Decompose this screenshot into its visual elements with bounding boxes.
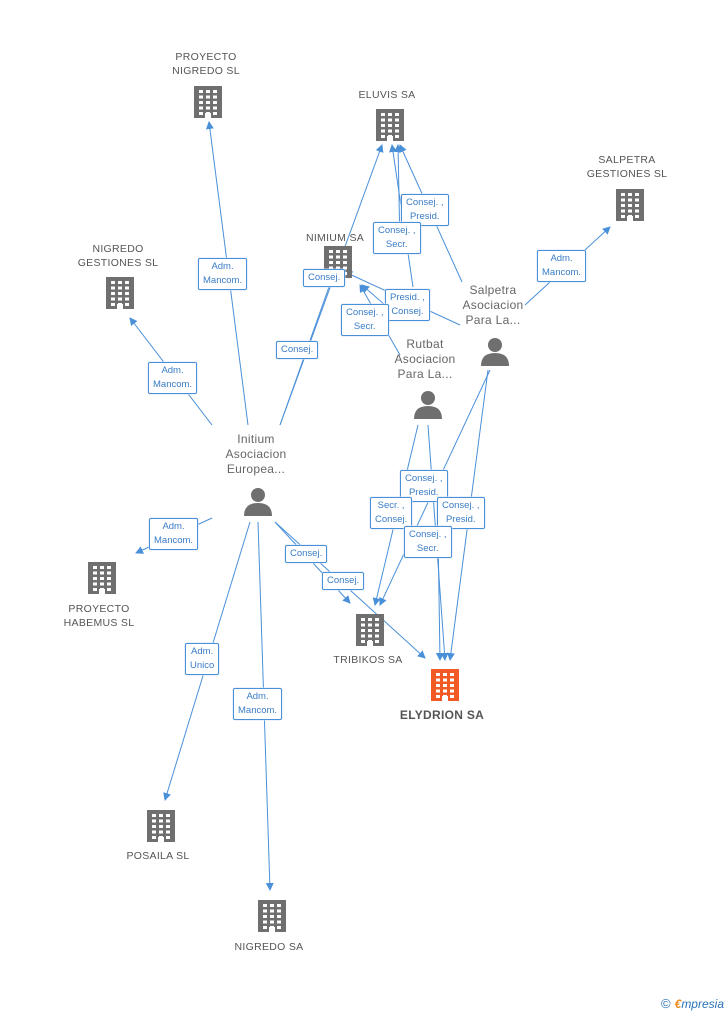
relation-badge-r-consej-nimium[interactable]: Consej. bbox=[303, 269, 346, 287]
footer-brand: ©€mpresia bbox=[661, 996, 724, 1011]
person-icon[interactable] bbox=[244, 488, 272, 516]
node-label-proyecto-habemus[interactable]: PROYECTO HABEMUS SL bbox=[63, 603, 135, 629]
node-label-elydrion[interactable]: ELYDRION SA bbox=[399, 708, 485, 722]
relation-badge-r-adm-proyecto-nigredo[interactable]: Adm. Mancom. bbox=[198, 258, 248, 290]
node-label-eluvis[interactable]: ELUVIS SA bbox=[358, 89, 416, 101]
node-label-nigredo-gest[interactable]: NIGREDO GESTIONES SL bbox=[77, 243, 159, 269]
node-label-posaila[interactable]: POSAILA SL bbox=[126, 850, 190, 862]
node-label-initium[interactable]: Initium Asociacion Europea... bbox=[225, 432, 287, 476]
node-label-salpetra-asoc[interactable]: Salpetra Asociacion Para La... bbox=[462, 283, 524, 327]
person-icon[interactable] bbox=[414, 391, 442, 419]
relation-badge-r-consej-secr-elydrion[interactable]: Consej. , Secr. bbox=[404, 526, 452, 558]
relation-badge-r-adm-unico-posaila[interactable]: Adm. Unico bbox=[185, 643, 220, 675]
relation-badge-r-consej-presid-tribikos[interactable]: Consej. , Presid. bbox=[400, 470, 448, 502]
node-label-nigredo-sa[interactable]: NIGREDO SA bbox=[234, 941, 304, 953]
relation-badge-r-adm-salpetra-gest[interactable]: Adm. Mancom. bbox=[537, 250, 587, 282]
building-icon[interactable] bbox=[147, 810, 175, 842]
relation-badge-r-consej-presid-eluvis[interactable]: Consej. , Presid. bbox=[401, 194, 449, 226]
relation-badge-r-adm-nigredo-sa[interactable]: Adm. Mancom. bbox=[233, 688, 283, 720]
relation-badge-r-adm-nigredo-gest[interactable]: Adm. Mancom. bbox=[148, 362, 198, 394]
node-label-rutbat[interactable]: Rutbat Asociacion Para La... bbox=[394, 337, 456, 381]
node-label-tribikos[interactable]: TRIBIKOS SA bbox=[333, 654, 403, 666]
relation-badge-r-consej-initium-tribikos[interactable]: Consej. bbox=[322, 572, 365, 590]
building-icon[interactable] bbox=[258, 900, 286, 932]
building-icon[interactable] bbox=[194, 86, 222, 118]
relation-badge-r-consej-initium-elydrion[interactable]: Consej. bbox=[285, 545, 328, 563]
building-icon[interactable] bbox=[616, 189, 644, 221]
edge-13 bbox=[274, 521, 426, 659]
building-icon[interactable] bbox=[356, 614, 384, 646]
relation-badge-r-secr-consej[interactable]: Secr. , Consej. bbox=[370, 497, 413, 529]
building-icon[interactable] bbox=[88, 562, 116, 594]
relation-badge-r-consej-secr-nimium[interactable]: Consej. , Secr. bbox=[341, 304, 389, 336]
brand-logo: €mpresia bbox=[674, 997, 724, 1011]
building-icon[interactable] bbox=[106, 277, 134, 309]
edge-10 bbox=[361, 284, 386, 306]
icons-layer bbox=[88, 86, 644, 932]
node-label-nimium[interactable]: NIMIUM SA bbox=[305, 232, 365, 244]
building-icon[interactable] bbox=[376, 109, 404, 141]
copyright-icon: © bbox=[661, 996, 671, 1011]
relation-badge-r-consej-secr-eluvis[interactable]: Consej. , Secr. bbox=[373, 222, 421, 254]
relation-badge-r-consej-presid-elydrion[interactable]: Consej. , Presid. bbox=[437, 497, 485, 529]
node-label-proyecto-nigredo[interactable]: PROYECTO NIGREDO SL bbox=[172, 51, 240, 77]
relation-badge-r-consej-initium-nimium[interactable]: Consej. bbox=[276, 341, 319, 359]
relation-badge-r-adm-habemus[interactable]: Adm. Mancom. bbox=[149, 518, 199, 550]
person-icon[interactable] bbox=[481, 338, 509, 366]
relation-badge-r-presid-consej-nimium[interactable]: Presid. , Consej. bbox=[385, 289, 430, 321]
node-label-salpetra-gest[interactable]: SALPETRA GESTIONES SL bbox=[586, 154, 668, 180]
building-icon[interactable] bbox=[431, 669, 459, 701]
